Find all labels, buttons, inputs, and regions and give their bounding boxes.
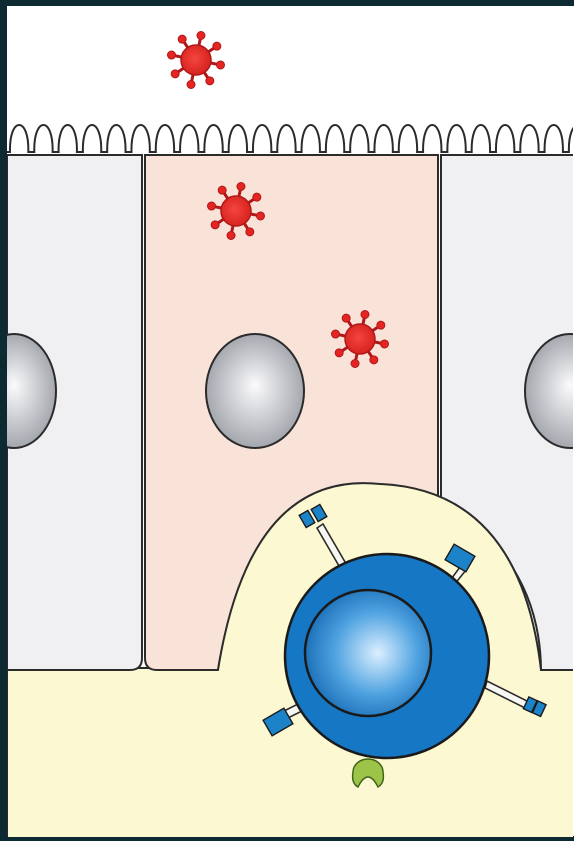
virus-spike-tip bbox=[227, 232, 235, 240]
virus-spike-tip bbox=[217, 61, 225, 69]
virus-spike-tip bbox=[335, 349, 343, 357]
virus-spike-tip bbox=[213, 42, 221, 50]
virus-spike-tip bbox=[370, 356, 378, 364]
virus-spike-tip bbox=[171, 70, 179, 78]
virus-body bbox=[221, 196, 251, 226]
frame-top-bar bbox=[0, 0, 574, 6]
virus-spike-tip bbox=[342, 314, 350, 322]
virus-spike-tip bbox=[246, 228, 254, 236]
epithelial-nucleus-center bbox=[206, 334, 304, 448]
virus-spike-tip bbox=[211, 221, 219, 229]
lamina-propria bbox=[7, 668, 574, 838]
virus-spike-tip bbox=[237, 182, 245, 190]
virus-spike-tip bbox=[351, 360, 359, 368]
virus-spike-tip bbox=[167, 51, 175, 59]
virus-spike-tip bbox=[253, 193, 261, 201]
virus-spike-tip bbox=[377, 321, 385, 329]
virus-body bbox=[345, 324, 375, 354]
virus-spike-tip bbox=[257, 212, 265, 220]
virus-spike-tip bbox=[178, 35, 186, 43]
virus-spike-tip bbox=[207, 202, 215, 210]
virus-spike-tip bbox=[361, 310, 369, 318]
immune-cell-nucleus bbox=[305, 590, 431, 716]
virus-spike-tip bbox=[381, 340, 389, 348]
virus-spike-tip bbox=[187, 81, 195, 89]
virus-spike-tip bbox=[197, 31, 205, 39]
frame-left-edge bbox=[0, 0, 7, 841]
virus-spike-tip bbox=[331, 330, 339, 338]
virus-spike-tip bbox=[206, 77, 214, 85]
virus-spike-tip bbox=[218, 186, 226, 194]
virus-body bbox=[181, 45, 211, 75]
